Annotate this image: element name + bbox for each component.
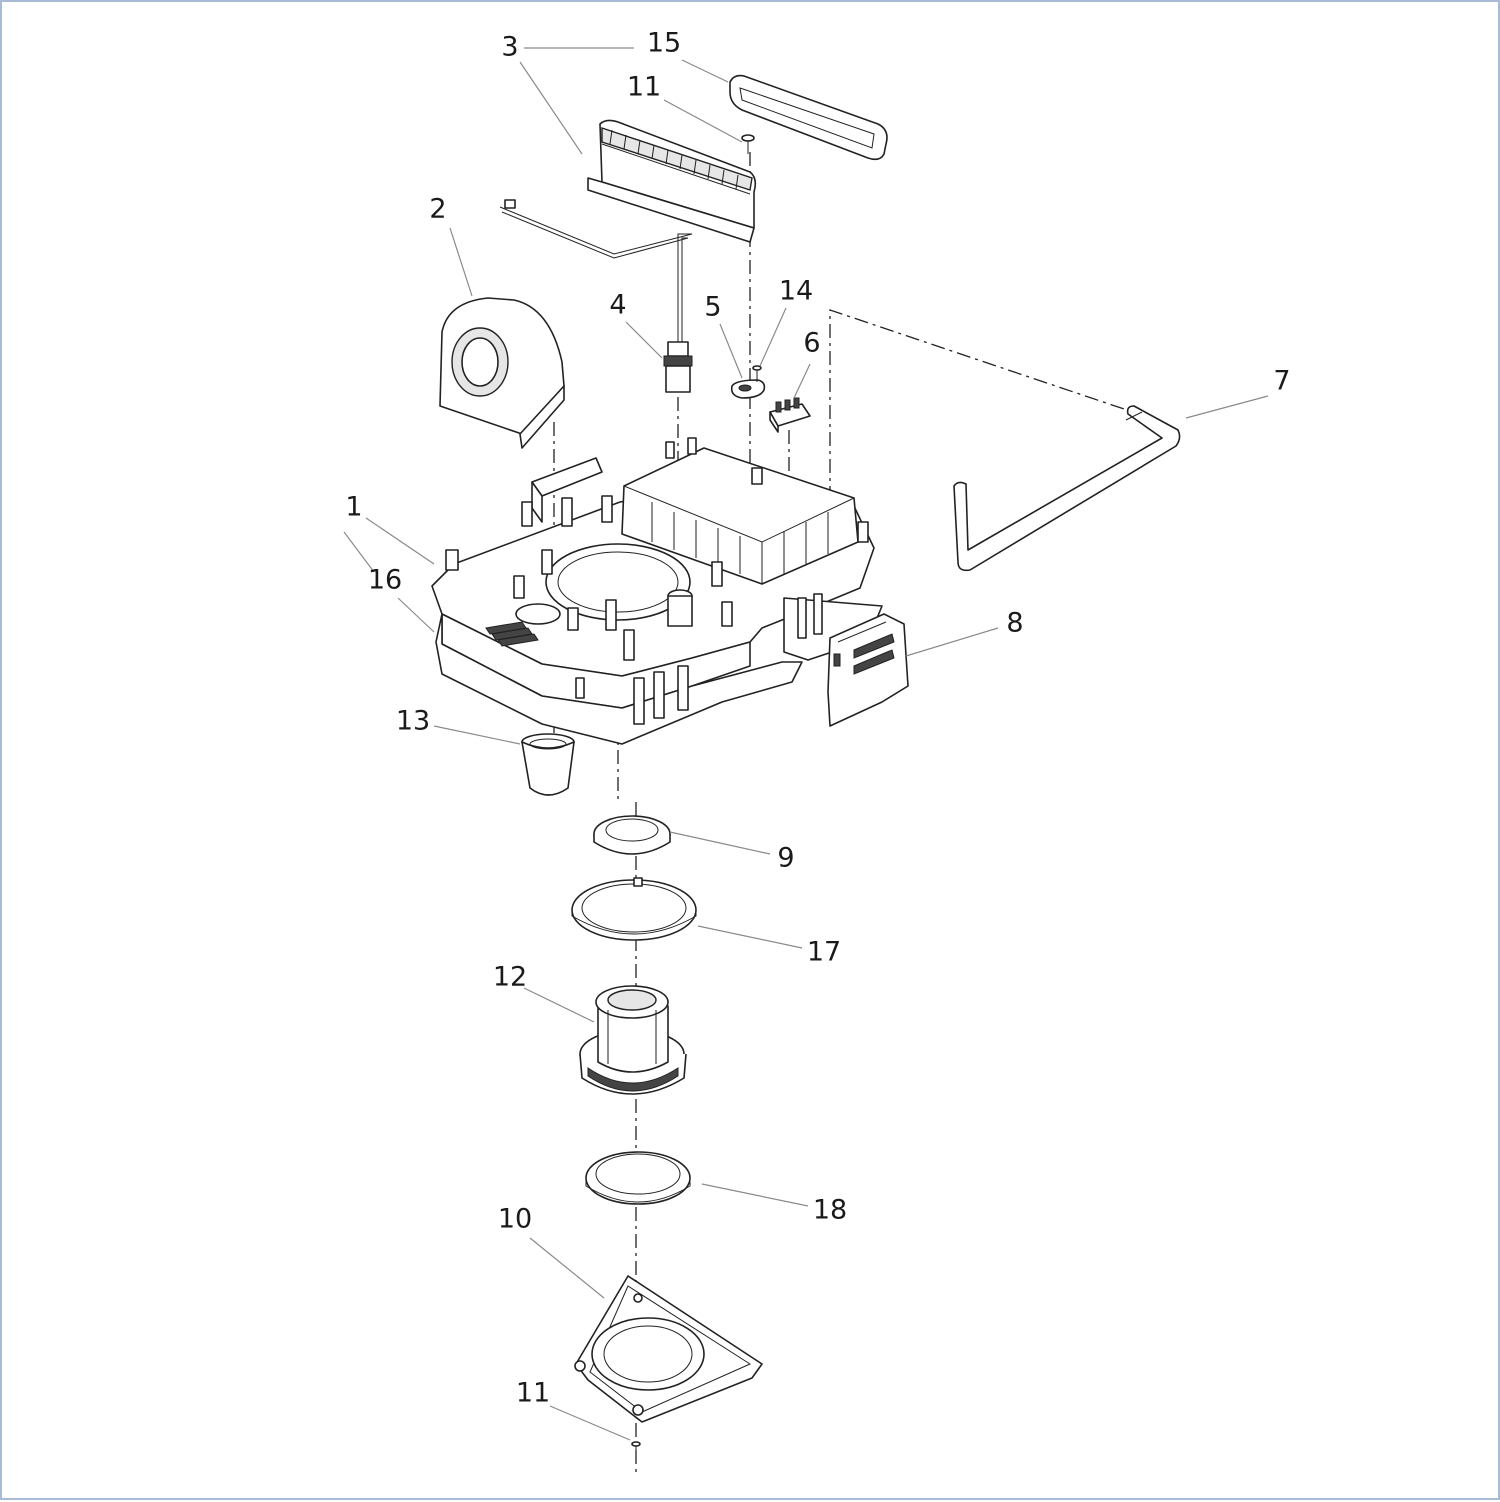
part-18-gasket xyxy=(585,1151,691,1205)
callout-13: 13 xyxy=(396,706,430,737)
part-2-cover-hood xyxy=(439,297,565,449)
callout-17: 17 xyxy=(807,937,841,968)
callout-7: 7 xyxy=(1273,366,1290,397)
callout-11-top: 11 xyxy=(627,72,661,103)
callout-2: 2 xyxy=(429,194,446,225)
part-8-side-panel xyxy=(827,613,909,727)
part-6-terminal-block xyxy=(769,397,811,433)
part-5-clip xyxy=(730,379,766,399)
part-15-gasket xyxy=(729,74,888,161)
part-9-bushing xyxy=(593,815,671,855)
callout-12: 12 xyxy=(493,962,527,993)
part-14-screw xyxy=(752,365,762,382)
callout-3: 3 xyxy=(501,32,518,63)
callout-4: 4 xyxy=(609,290,626,321)
part-3-grille xyxy=(587,119,757,243)
callout-18: 18 xyxy=(813,1195,847,1226)
part-12-motor xyxy=(579,985,687,1095)
callout-10: 10 xyxy=(498,1204,532,1235)
part-13-drain-cup xyxy=(521,733,575,796)
callout-14: 14 xyxy=(779,276,813,307)
callout-15: 15 xyxy=(647,28,681,59)
part-7-tube xyxy=(953,405,1181,572)
assembly-axes xyxy=(553,152,1128,1472)
part-11-screw-bottom xyxy=(631,1441,641,1458)
part-10-bottom-plate xyxy=(574,1275,763,1423)
part-4-sensor xyxy=(663,341,693,393)
sensor-wire xyxy=(499,199,693,342)
leader-lines xyxy=(343,47,1269,1441)
callout-16: 16 xyxy=(368,565,402,596)
part-11-screw-top xyxy=(741,134,755,154)
callout-1: 1 xyxy=(345,492,362,523)
callout-6: 6 xyxy=(803,328,820,359)
callout-5: 5 xyxy=(704,292,721,323)
callout-9: 9 xyxy=(777,843,794,874)
callout-labels: 1 2 3 4 5 6 7 8 9 10 11 11 12 13 14 15 1… xyxy=(345,28,1290,1409)
part-1-base-housing xyxy=(431,437,883,745)
callout-8: 8 xyxy=(1006,608,1023,639)
part-17-gasket-ring xyxy=(571,877,697,941)
callout-11-bottom: 11 xyxy=(516,1378,550,1409)
